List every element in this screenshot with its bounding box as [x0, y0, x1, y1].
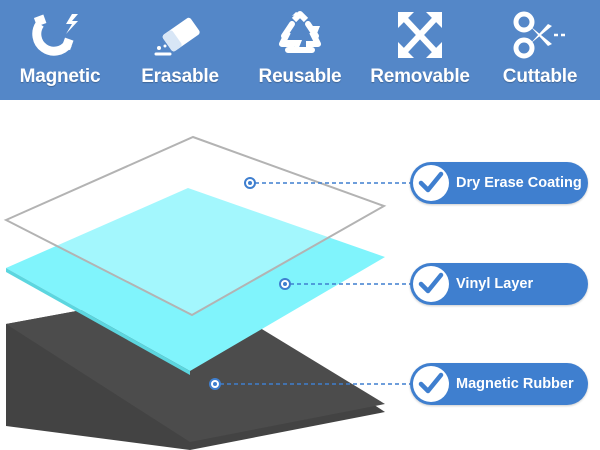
dry-erase-coating-label: Dry Erase Coating [410, 162, 588, 204]
vinyl-layer-label: Vinyl Layer [410, 263, 588, 305]
vinyl-layer [6, 188, 385, 371]
eraser-icon [154, 17, 200, 56]
check-icon [413, 266, 449, 302]
layer-diagram [3, 135, 412, 450]
scissors-icon [513, 11, 565, 59]
feature-removable: Removable [365, 0, 475, 88]
feature-label: Cuttable [502, 66, 578, 87]
check-icon [413, 165, 449, 201]
layer-label: Vinyl Layer [456, 276, 534, 292]
feature-label: Magnetic [19, 66, 101, 87]
recycle-icon [279, 11, 321, 53]
feature-label: Reusable [258, 66, 342, 87]
feature-cuttable: Cuttable [485, 0, 595, 88]
feature-magnetic: Magnetic [5, 0, 115, 88]
feature-banner: Magnetic Erasable Reusable [0, 0, 600, 100]
magnetic-rubber-label: Magnetic Rubber [410, 363, 588, 405]
feature-label: Erasable [141, 66, 219, 87]
vinyl-layer-edge [6, 268, 190, 375]
magnet-icon [32, 14, 78, 56]
expand-arrows-icon [398, 12, 442, 58]
check-icon [413, 366, 449, 402]
feature-label: Removable [370, 66, 470, 87]
feature-erasable: Erasable [125, 0, 235, 88]
layer-label: Dry Erase Coating [456, 175, 582, 191]
layer-label: Magnetic Rubber [456, 376, 574, 392]
dry-erase-coating-layer [3, 135, 387, 317]
feature-reusable: Reusable [245, 0, 355, 88]
